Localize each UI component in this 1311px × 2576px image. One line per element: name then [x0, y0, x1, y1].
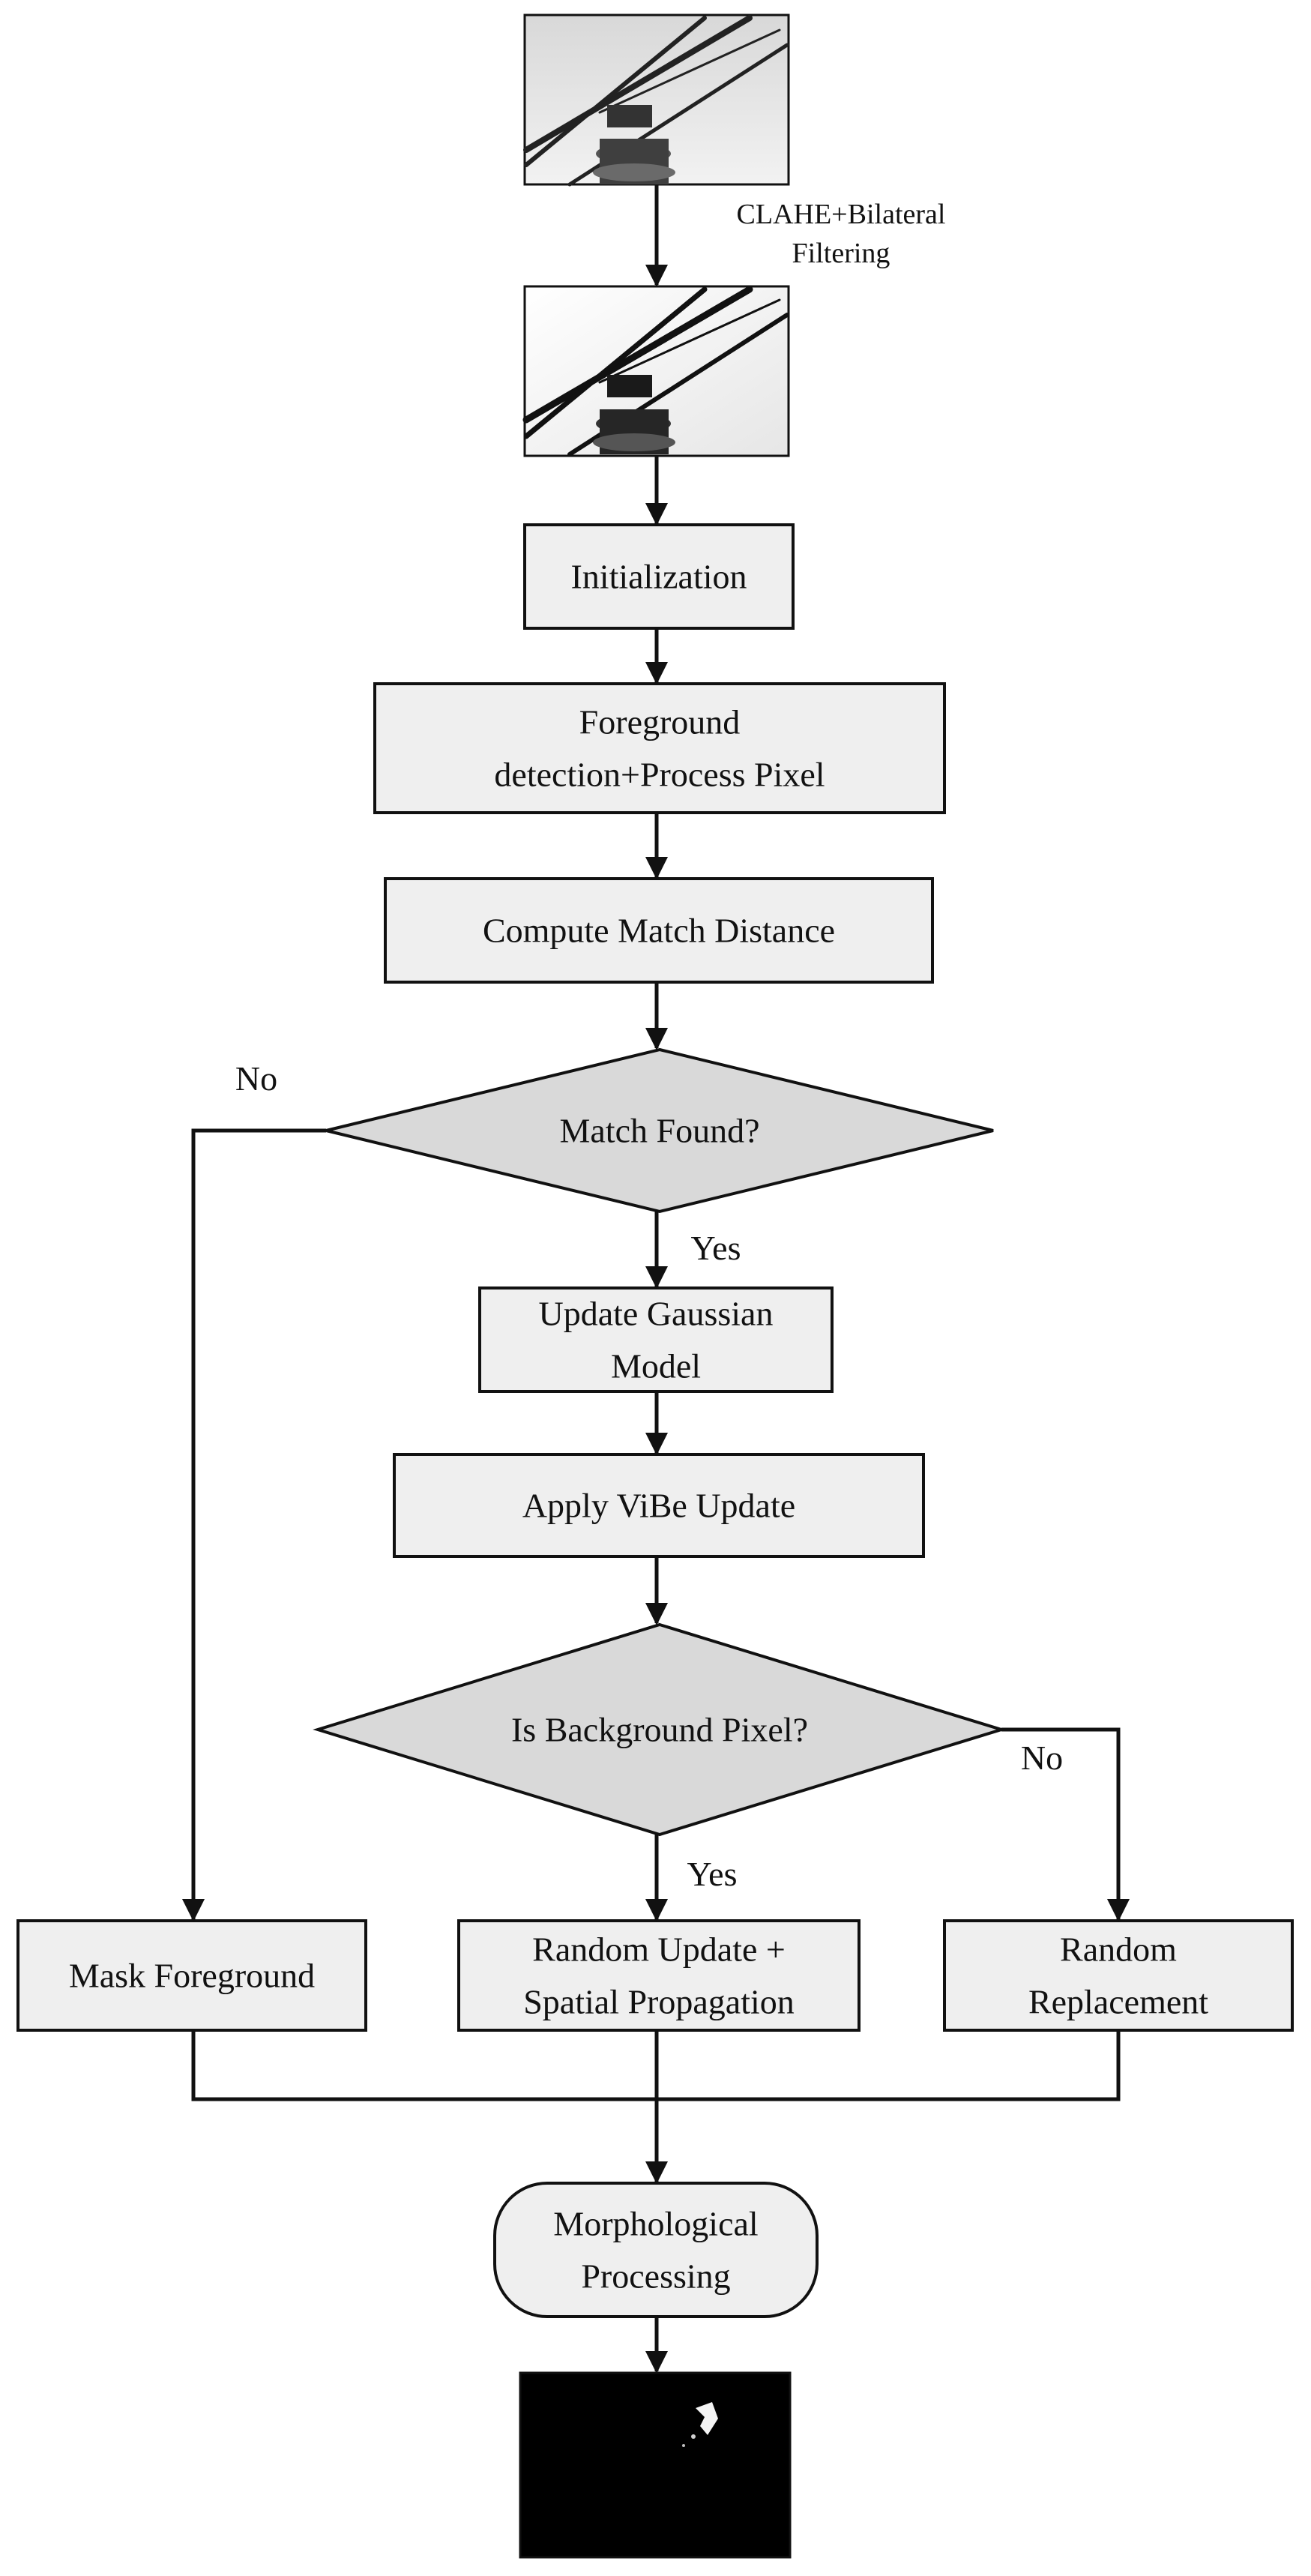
enhanced-photo [522, 285, 790, 457]
edge-label-preprocess-line2: Filtering [792, 238, 890, 269]
node-label-line: Replacement [1028, 1983, 1208, 2021]
node-shape [16, 1919, 367, 2032]
node-label-line: Mask Foreground [69, 1957, 315, 1995]
node-shape [325, 1047, 994, 1214]
edge-label-match-yes: Yes [691, 1229, 741, 1267]
node-is-background: Is Background Pixel? [313, 1622, 1007, 1837]
edge-label-bg-yes: Yes [687, 1855, 738, 1893]
node-label-line: Initialization [570, 558, 747, 596]
node-label-line: detection+Process Pixel [494, 756, 825, 794]
node-label-line: Processing [581, 2257, 730, 2296]
node-shape [523, 523, 795, 630]
edge-label-preprocess-line1: CLAHE+Bilateral [737, 199, 946, 230]
node-compute-match: Compute Match Distance [384, 877, 934, 984]
node-shape [457, 1919, 861, 2032]
node-label-line: Foreground [579, 703, 741, 741]
node-match-found: Match Found? [325, 1047, 994, 1214]
node-shape [393, 1453, 925, 1558]
edge-label-bg-no: No [1021, 1739, 1063, 1777]
node-apply-vibe: Apply ViBe Update [393, 1453, 925, 1558]
node-shape [313, 1622, 1007, 1837]
node-label-line: Apply ViBe Update [522, 1487, 795, 1525]
output-mask-photo [519, 2371, 792, 2559]
node-label-line: Match Found? [559, 1112, 759, 1150]
node-label-line: Compute Match Distance [483, 912, 835, 950]
edge-bg-no [1001, 1727, 1130, 1922]
node-label-line: Random Update + [532, 1931, 786, 1969]
edge-match-no [182, 1128, 326, 1922]
node-label-line: Spatial Propagation [523, 1983, 795, 2021]
node-mask-foreground: Mask Foreground [16, 1919, 367, 2032]
node-label-line: Model [611, 1347, 701, 1385]
node-label-line: Random [1060, 1931, 1177, 1969]
node-label-line: Update Gaussian [539, 1295, 774, 1333]
node-shape [373, 682, 946, 814]
node-shape [943, 1919, 1294, 2032]
edge-label-match-no: No [235, 1059, 277, 1098]
node-foreground-detection: Foreground detection+Process Pixel [373, 682, 946, 814]
node-initialization: Initialization [523, 523, 795, 630]
node-shape [384, 877, 934, 984]
node-label-line: Is Background Pixel? [511, 1711, 808, 1749]
node-label-line: Morphological [553, 2205, 758, 2243]
node-shape [493, 2182, 819, 2318]
input-photo [523, 13, 790, 187]
node-random-update: Random Update + Spatial Propagation [457, 1919, 861, 2032]
